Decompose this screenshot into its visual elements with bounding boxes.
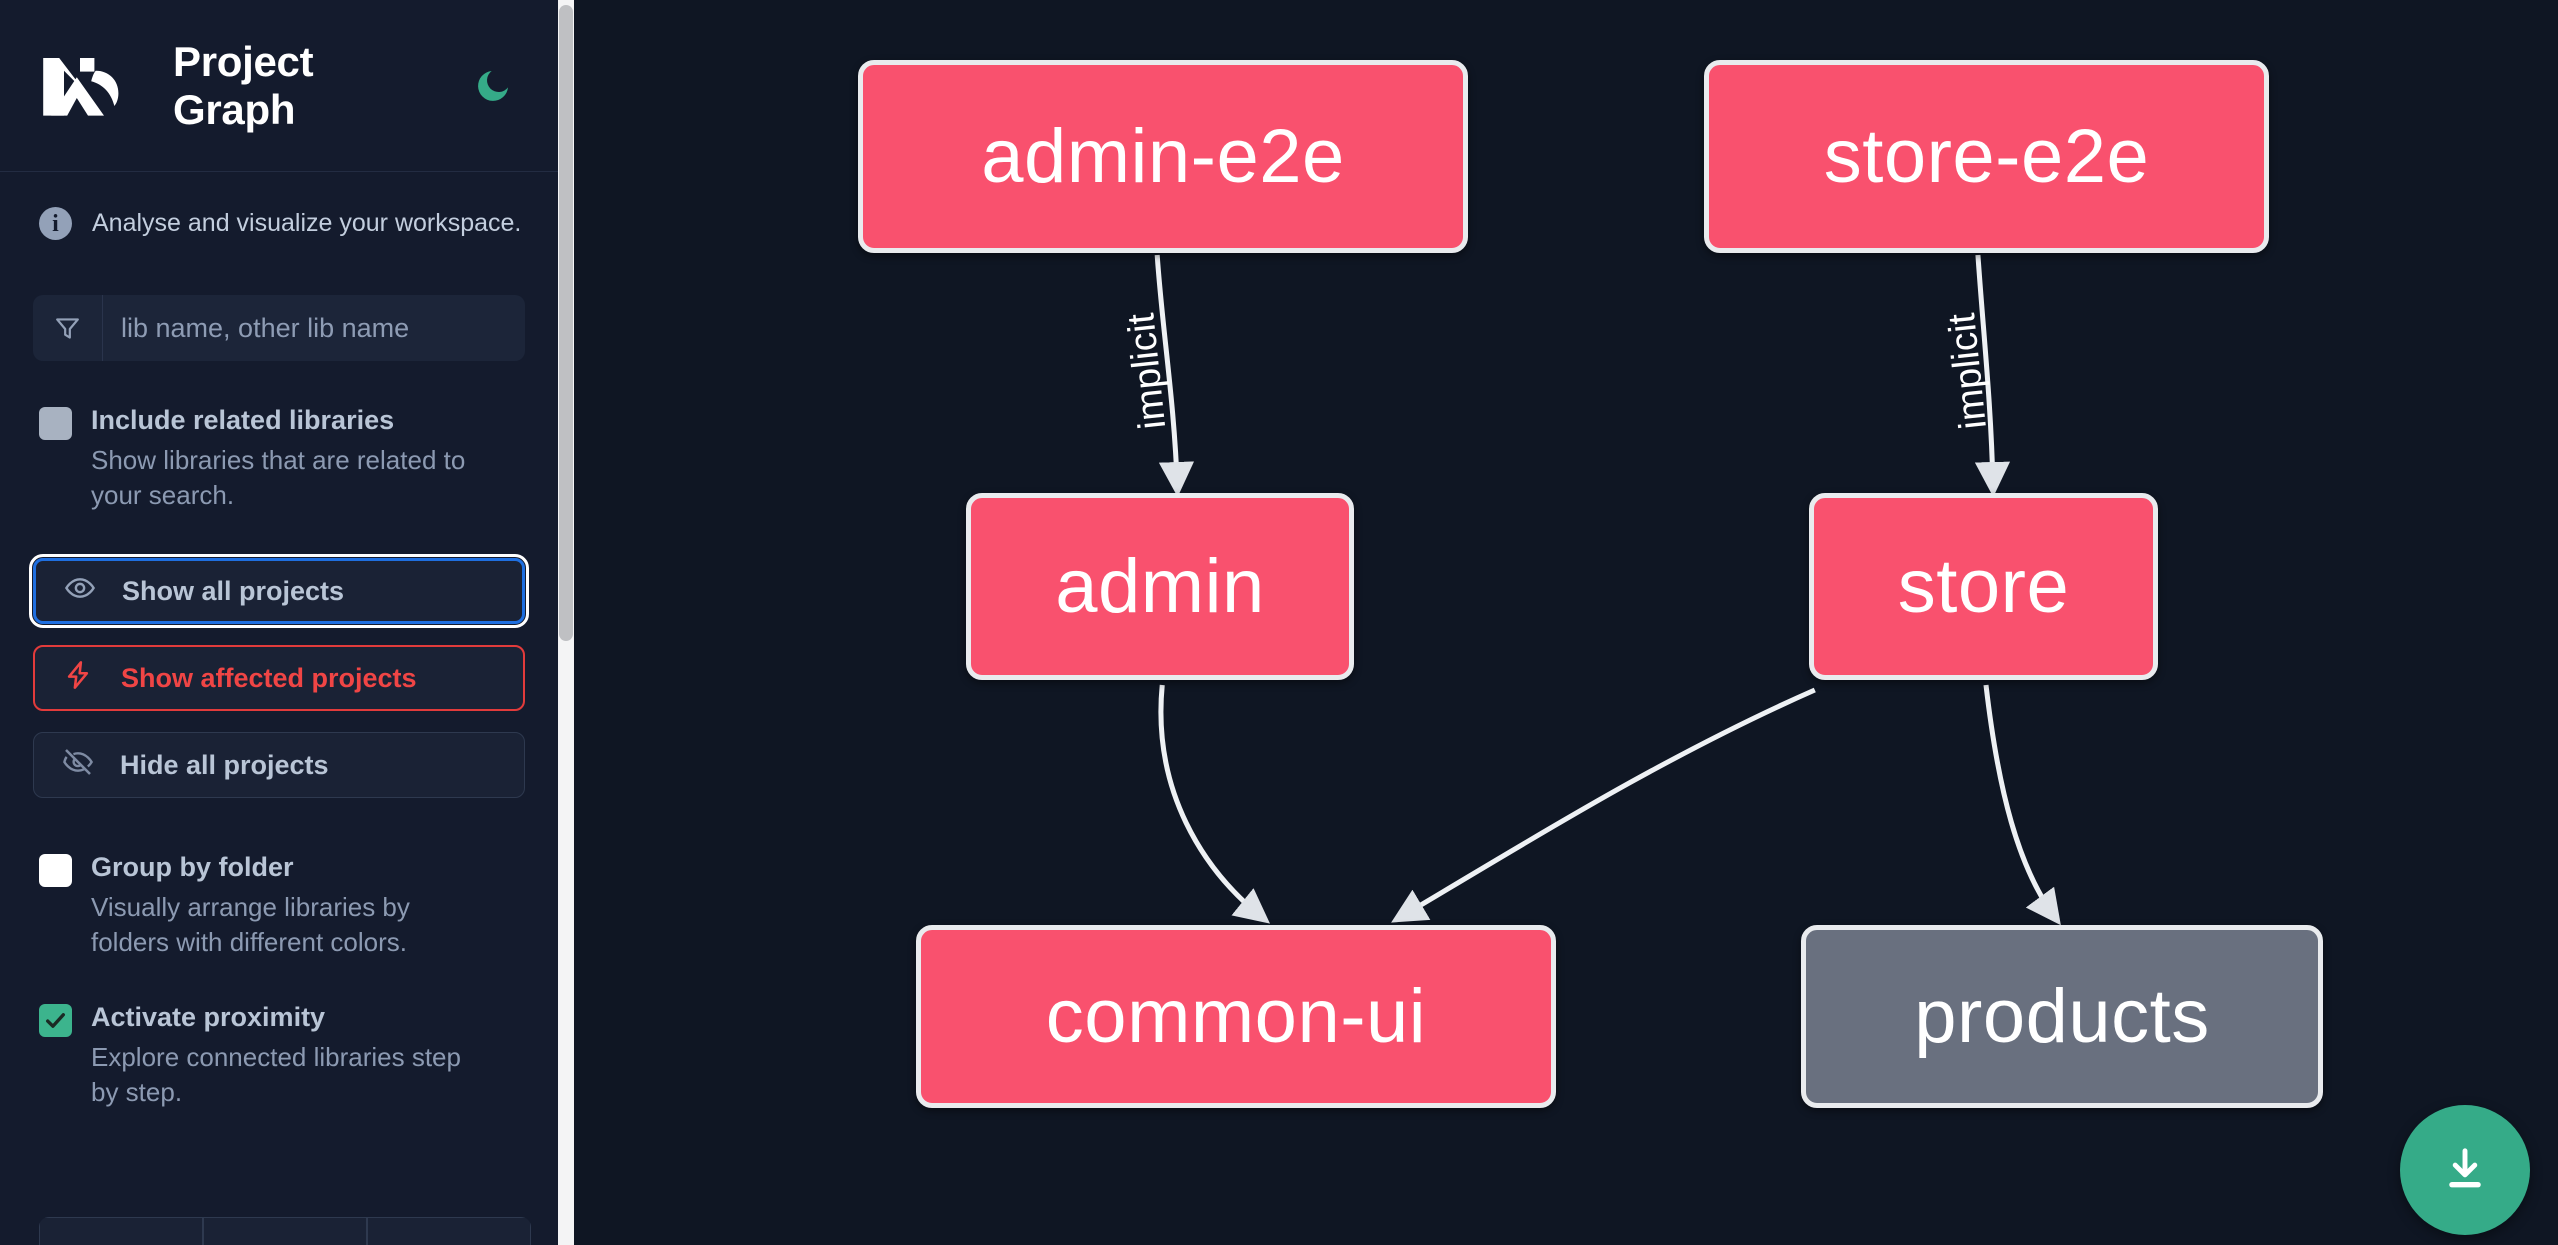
sidebar-body: i Analyse and visualize your workspace. … (0, 207, 558, 1111)
show-affected-projects-label: Show affected projects (121, 662, 417, 693)
edge-admin-common-ui (1158, 684, 1271, 924)
sidebar: Project Graph i Analyse and visualize yo… (0, 0, 558, 1245)
edge-admin-e2e-admin (1154, 254, 1195, 497)
graph-canvas[interactable]: implicit implicit admin-e2e store-e2e ad… (558, 0, 2558, 1245)
search-input[interactable] (103, 295, 525, 361)
checkbox-include-related-libraries: Include related libraries Show libraries… (33, 403, 525, 513)
graph-edges: implicit implicit (1119, 254, 2061, 926)
graph-node-admin-e2e[interactable]: admin-e2e (858, 60, 1468, 253)
tagline-text: Analyse and visualize your workspace. (92, 209, 522, 237)
hide-all-projects-button[interactable]: Hide all projects (33, 732, 525, 799)
checkbox-include-related-libraries-box[interactable] (39, 407, 72, 440)
graph-node-admin[interactable]: admin (966, 493, 1354, 680)
info-icon: i (39, 207, 72, 240)
checkbox-group-by-folder: Group by folder Visually arrange librari… (39, 850, 525, 960)
show-affected-projects-button[interactable]: Show affected projects (33, 645, 525, 712)
funnel-icon (33, 295, 103, 361)
graph-node-products[interactable]: products (1801, 925, 2323, 1108)
checkbox-include-related-libraries-description: Show libraries that are related to your … (91, 445, 466, 511)
checkbox-activate-proximity-description: Explore connected libraries step by step… (91, 1042, 461, 1108)
checkbox-include-related-libraries-label: Include related libraries (91, 405, 395, 435)
tagline-row: i Analyse and visualize your workspace. (33, 207, 525, 240)
eye-slash-icon (62, 746, 94, 785)
checkbox-group-by-folder-box[interactable] (39, 854, 72, 888)
eye-icon (64, 572, 96, 611)
show-all-projects-button[interactable]: Show all projects (29, 554, 529, 629)
download-icon (2449, 1148, 2481, 1188)
checkbox-group-by-folder-description: Visually arrange libraries by folders wi… (91, 892, 410, 958)
page-title: Project Graph (173, 37, 314, 133)
checkbox-activate-proximity-box[interactable] (39, 1004, 72, 1038)
graph-node-store-e2e[interactable]: store-e2e (1704, 60, 2269, 253)
graph-node-store[interactable]: store (1809, 493, 2158, 680)
sidebar-scrollbar-thumb[interactable] (559, 5, 573, 641)
sidebar-scrollbar[interactable] (558, 0, 574, 1245)
checkbox-activate-proximity: Activate proximity Explore connected lib… (39, 1000, 525, 1110)
proximity-step-segment-2[interactable] (203, 1217, 367, 1245)
filter-search-box[interactable] (33, 295, 525, 361)
lightning-bolt-icon (63, 659, 95, 698)
hide-all-projects-label: Hide all projects (120, 749, 329, 780)
checkbox-group-by-folder-label: Group by folder (91, 852, 294, 883)
edge-store-common-ui (1391, 687, 1816, 923)
proximity-step-segment-1[interactable] (39, 1217, 203, 1245)
proximity-step-segment-3[interactable] (367, 1217, 531, 1245)
nx-logo-icon (40, 53, 136, 119)
edge-store-products (1983, 684, 2061, 926)
proximity-step-button-group[interactable] (39, 1217, 531, 1245)
edge-store-e2e-store (1974, 254, 2011, 497)
download-button[interactable] (2400, 1105, 2530, 1235)
edge-label-implicit-store: implicit (1940, 311, 1995, 431)
sidebar-header: Project Graph (0, 0, 558, 172)
show-all-projects-label: Show all projects (122, 575, 345, 606)
moon-icon[interactable] (469, 60, 518, 112)
display-options-group: Group by folder Visually arrange librari… (33, 850, 525, 1110)
graph-node-common-ui[interactable]: common-ui (916, 925, 1556, 1108)
checkbox-activate-proximity-label: Activate proximity (91, 1002, 326, 1033)
visibility-button-group: Show all projects Show affected projects (29, 554, 529, 799)
